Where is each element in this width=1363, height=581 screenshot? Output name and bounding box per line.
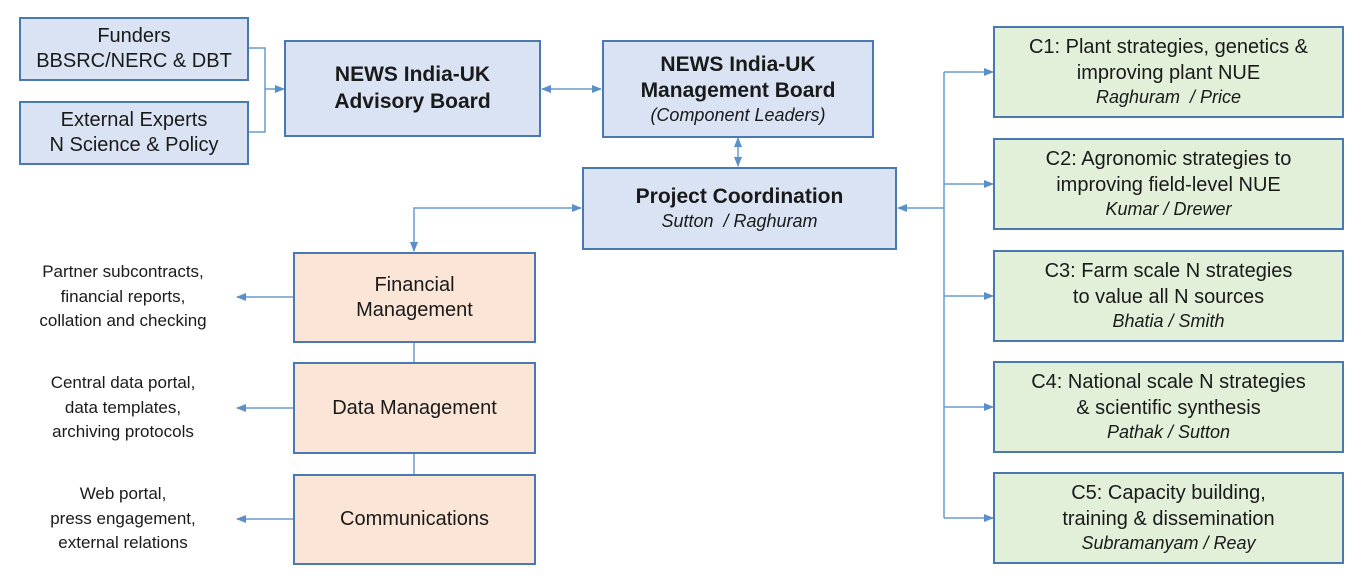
advisory-board-box: NEWS India-UK Advisory Board xyxy=(284,40,541,137)
c2-line1: C2: Agronomic strategies to xyxy=(1045,148,1292,171)
data-notes: Central data portal, data templates, arc… xyxy=(14,371,232,445)
financial-line2: Management xyxy=(356,298,473,321)
comms-note-line: external relations xyxy=(58,533,188,553)
financial-management-box: Financial Management xyxy=(293,252,536,343)
c3-line2: to value all N sources xyxy=(1072,286,1265,309)
data-management-box: Data Management xyxy=(293,362,536,454)
financial-note-line: collation and checking xyxy=(39,311,207,331)
data-management-label: Data Management xyxy=(332,396,497,419)
c5-line2: training & dissemination xyxy=(1062,508,1275,531)
advisory-line1: NEWS India-UK xyxy=(334,63,491,87)
financial-notes: Partner subcontracts, financial reports,… xyxy=(14,260,232,334)
component-c2-box: C2: Agronomic strategies to improving fi… xyxy=(993,138,1344,230)
funders-names: BBSRC/NERC & DBT xyxy=(36,50,232,72)
data-note-line: data templates, xyxy=(64,397,182,417)
management-board-box: NEWS India-UK Management Board (Componen… xyxy=(602,40,874,138)
c5-line1: C5: Capacity building, xyxy=(1071,482,1266,505)
c4-line1: C4: National scale N strategies xyxy=(1031,371,1306,394)
c2-line2: improving field-level NUE xyxy=(1056,174,1281,197)
funders-connector xyxy=(249,47,266,133)
c1-leads: Raghuram / Price xyxy=(1095,87,1242,108)
management-line2: Management Board xyxy=(640,78,836,102)
component-c3-box: C3: Farm scale N strategies to value all… xyxy=(993,250,1344,342)
coordination-financial-arrow xyxy=(410,204,582,252)
comms-note-line: press engagement, xyxy=(50,508,196,528)
financial-note-line: financial reports, xyxy=(60,286,186,306)
external-experts-box: External Experts N Science & Policy xyxy=(19,101,249,165)
funders-box: Funders BBSRC/NERC & DBT xyxy=(19,17,249,81)
component-c4-box: C4: National scale N strategies & scient… xyxy=(993,361,1344,453)
c3-leads: Bhatia / Smith xyxy=(1112,311,1225,332)
c2-leads: Kumar / Drewer xyxy=(1105,199,1232,220)
financial-line1: Financial xyxy=(374,273,455,296)
coordination-title: Project Coordination xyxy=(635,185,844,209)
project-coordination-box: Project Coordination Sutton / Raghuram xyxy=(582,167,897,250)
c5-leads: Subramanyam / Reay xyxy=(1081,533,1256,554)
c4-leads: Pathak / Sutton xyxy=(1106,422,1231,443)
c4-line2: & scientific synthesis xyxy=(1076,397,1261,420)
advisory-line2: Advisory Board xyxy=(334,89,491,113)
experts-title: External Experts xyxy=(60,109,208,131)
communications-box: Communications xyxy=(293,474,536,565)
comms-notes: Web portal, press engagement, external r… xyxy=(14,482,232,556)
management-line1: NEWS India-UK xyxy=(660,52,816,76)
component-c5-box: C5: Capacity building, training & dissem… xyxy=(993,472,1344,564)
management-sub: (Component Leaders) xyxy=(650,105,826,125)
experts-field: N Science & Policy xyxy=(49,134,219,156)
data-note-line: archiving protocols xyxy=(52,422,194,442)
c1-line2: improving plant NUE xyxy=(1076,62,1261,85)
c3-line1: C3: Farm scale N strategies xyxy=(1044,260,1293,283)
coordination-leads: Sutton / Raghuram xyxy=(661,211,818,232)
financial-note-line: Partner subcontracts, xyxy=(42,262,204,281)
communications-label: Communications xyxy=(340,508,489,530)
funders-title: Funders xyxy=(97,25,171,47)
component-c1-box: C1: Plant strategies, genetics & improvi… xyxy=(993,26,1344,118)
c1-line1: C1: Plant strategies, genetics & xyxy=(1028,36,1309,59)
comms-note-line: Web portal, xyxy=(79,484,167,503)
data-note-line: Central data portal, xyxy=(50,373,196,392)
